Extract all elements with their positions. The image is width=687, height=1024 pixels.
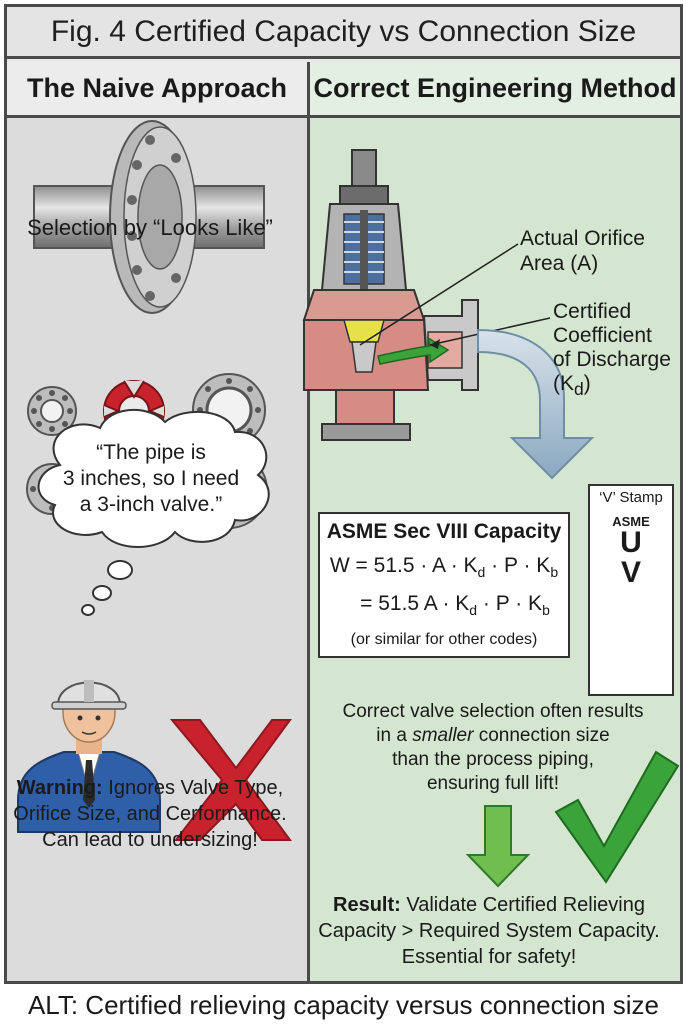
- formula-subscript: d: [469, 602, 478, 619]
- formula-part: = 51.5 A · K: [360, 592, 470, 615]
- note-line: Correct valve selection often results: [342, 701, 644, 722]
- bubble-line: “The pipe is: [96, 441, 206, 464]
- alt-text-caption: ALT: Certified relieving capacity versus…: [27, 990, 660, 1020]
- warning-label: Warning:: [16, 777, 103, 799]
- formula-note: (or similar for other codes): [350, 631, 538, 648]
- label-part: (K: [553, 372, 574, 395]
- formula-part: · P · K: [485, 554, 551, 577]
- orifice-leader-line: [359, 243, 519, 346]
- column-divider: [307, 62, 310, 981]
- note-line: ensuring full lift!: [426, 773, 559, 794]
- formula-subscript: d: [477, 564, 486, 581]
- note-line: in a smaller connection size: [318, 724, 668, 748]
- label-line: Certified: [553, 300, 632, 323]
- note-line: than the process piping,: [392, 749, 594, 770]
- warning-line: Ignores Valve Type,: [102, 777, 284, 799]
- asme-capacity-title: ASME Sec VIII Capacity: [326, 520, 562, 543]
- warning-line: Can lead to undersizing!: [42, 829, 258, 851]
- thought-bubble-text: “The pipe is 3 inches, so I need a 3-inc…: [44, 440, 258, 518]
- flange-small-icon: [27, 386, 77, 436]
- formula-part: · P · K: [477, 592, 543, 615]
- label-line: Actual Orifice: [520, 227, 645, 250]
- note-part: connection size: [473, 725, 610, 746]
- thought-bubble-icon: [37, 409, 270, 616]
- stamp-asme-text: ASME: [612, 514, 650, 529]
- v-stamp-panel: ‘V’ Stamp ASME U V: [588, 484, 674, 696]
- red-x-icon: [169, 719, 292, 841]
- label-part: ): [583, 372, 591, 395]
- note-emphasis: smaller: [412, 725, 474, 746]
- label-line: (Kd): [553, 372, 671, 401]
- stamp-v-letter: V: [620, 556, 641, 589]
- warning-line: Orifice Size, and Cerformance.: [13, 803, 287, 825]
- formula-subscript: b: [550, 564, 559, 581]
- formula-part: W = 51.5 · A · K: [329, 554, 478, 577]
- green-check-icon: [554, 750, 680, 884]
- result-line: Capacity > Required System Capacity.: [318, 920, 660, 942]
- bubble-line: 3 inches, so I need: [62, 467, 240, 490]
- capacity-formula-alt: = 51.5 A · Kd · P · Kb: [320, 592, 568, 618]
- asme-capacity-box: ASME Sec VIII Capacity W = 51.5 · A · Kd…: [318, 512, 570, 658]
- engineer-avatar-icon: [17, 680, 161, 833]
- discharge-coefficient-label: Certified Coefficient of Discharge (Kd): [553, 300, 671, 401]
- orifice-area-label: Actual Orifice Area (A): [520, 226, 645, 276]
- stamp-u-letter: U: [620, 526, 642, 559]
- kd-leader-arrowhead: [430, 339, 440, 349]
- result-label: Result:: [333, 894, 401, 916]
- looks-like-caption: Selection by “Looks Like”: [27, 215, 273, 240]
- note-part: in a: [376, 725, 413, 746]
- relief-valve-cutaway-icon: [302, 149, 479, 441]
- label-line: Coefficient: [553, 324, 652, 347]
- green-down-arrow-icon: [465, 805, 531, 888]
- flow-arrow-icon: [477, 328, 595, 480]
- warning-text: Warning: Ignores Valve Type, Orifice Siz…: [4, 775, 296, 853]
- result-line: Validate Certified Relieving: [400, 894, 645, 916]
- label-line: of Discharge: [553, 348, 671, 371]
- formula-subscript: b: [542, 602, 550, 619]
- bubble-line: a 3-inch valve.”: [79, 493, 223, 516]
- label-subscript: d: [574, 379, 584, 400]
- right-column-heading: Correct Engineering Method: [310, 62, 680, 118]
- capacity-formula: W = 51.5 · A · Kd · P · Kb: [320, 554, 568, 580]
- label-line: Area (A): [520, 252, 599, 275]
- correct-selection-note: Correct valve selection often results in…: [318, 700, 668, 796]
- figure-title: Fig. 4 Certified Capacity vs Connection …: [7, 7, 680, 59]
- left-column-heading: The Naive Approach: [7, 62, 307, 118]
- result-line: Essential for safety!: [401, 946, 577, 968]
- v-stamp-label: ‘V’ Stamp: [599, 489, 663, 506]
- illustration-layer: TM: [17, 120, 680, 888]
- result-text: Result: Validate Certified Relieving Cap…: [306, 892, 672, 970]
- pipe-flange-icon: [33, 120, 265, 314]
